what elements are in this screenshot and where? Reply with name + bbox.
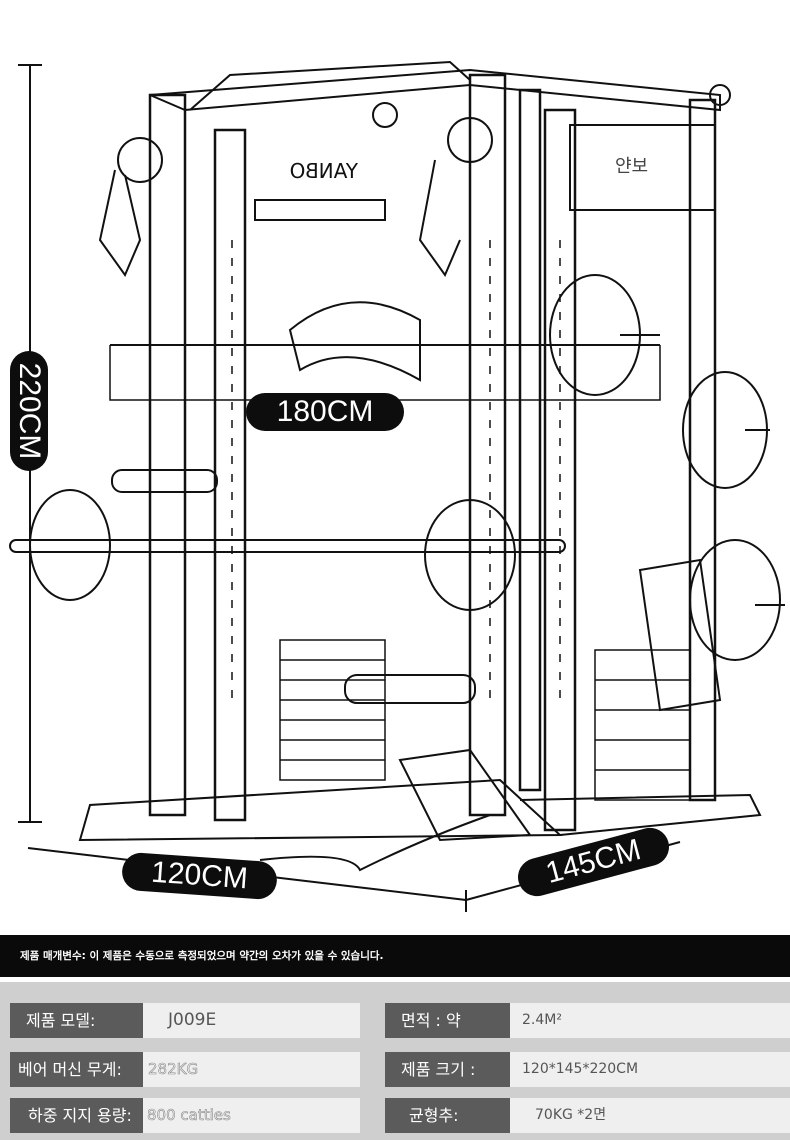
spec-value-counterweight: 70KG *2면 bbox=[510, 1098, 790, 1133]
brand-logo: YANBO bbox=[290, 159, 359, 183]
spec-value-model: J009E bbox=[143, 1003, 360, 1038]
spec-label-counterweight: 균형추: bbox=[385, 1098, 510, 1133]
spec-label-capacity: 하중 지지 용량: bbox=[10, 1098, 143, 1133]
spec-value-capacity: 800 catties bbox=[143, 1098, 360, 1133]
spec-label-size: 제품 크기 : bbox=[385, 1052, 510, 1087]
spec-label-model: 제품 모델: bbox=[10, 1003, 143, 1038]
spec-table: 제품 모델: J009E 면적 : 약 2.4M² 베어 머신 무게: 282K… bbox=[0, 982, 790, 1140]
spec-value-area: 2.4M² bbox=[510, 1003, 790, 1038]
spec-value-weight: 282KG bbox=[143, 1052, 360, 1087]
disclaimer-banner: 제품 매개변수: 이 제품은 수동으로 측정되었으며 약간의 오차가 있을 수 … bbox=[0, 935, 790, 977]
width-dimension-label: 180CM bbox=[246, 393, 404, 431]
height-dimension-label: 220CM bbox=[10, 351, 48, 471]
gym-machine-illustration: YANBO 얀보 bbox=[9, 60, 785, 912]
panel-label: 얀보 bbox=[615, 156, 648, 177]
spec-value-size: 120*145*220CM bbox=[510, 1052, 790, 1087]
spec-label-weight: 베어 머신 무게: bbox=[10, 1052, 143, 1087]
spec-label-area: 면적 : 약 bbox=[385, 1003, 510, 1038]
